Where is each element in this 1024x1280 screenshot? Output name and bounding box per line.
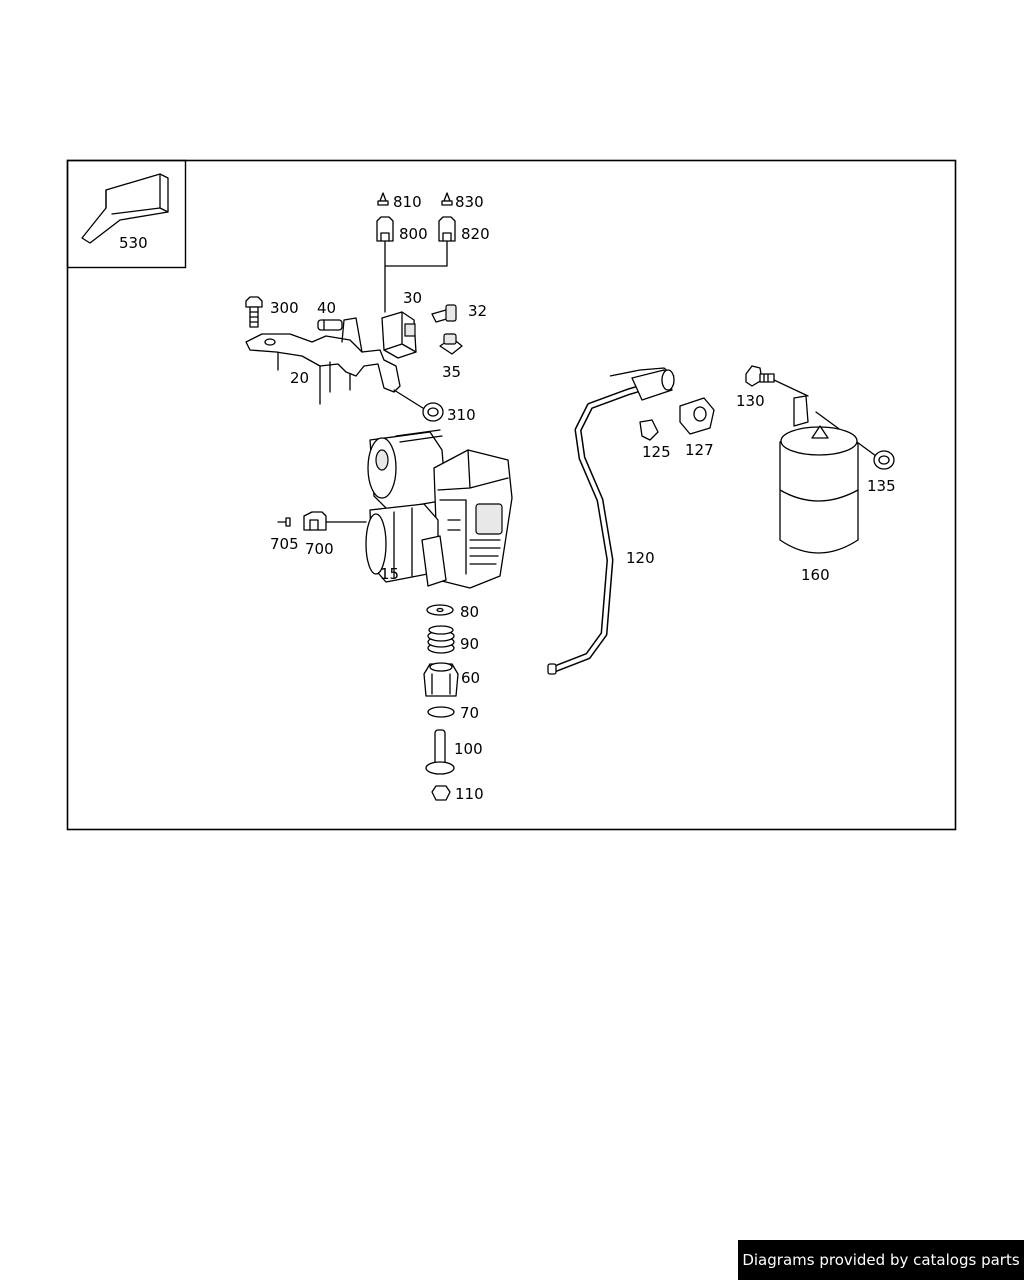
callout-705: 705	[270, 535, 299, 553]
nut-135-icon	[873, 450, 895, 470]
bolt-130-icon	[745, 365, 775, 387]
diagram-frame	[66, 159, 957, 831]
connector-820-icon	[438, 216, 456, 242]
footer-credit: Diagrams provided by catalogs parts	[738, 1240, 1024, 1280]
pin-810-icon	[377, 192, 389, 206]
callout-310: 310	[447, 406, 476, 424]
fitting-32-icon	[431, 304, 457, 323]
air-line-120-illustration	[547, 367, 675, 675]
callout-127: 127	[685, 441, 714, 459]
reservoir-160-illustration	[779, 395, 859, 554]
callout-80: 80	[460, 603, 479, 621]
callout-30: 30	[403, 289, 422, 307]
spring-90-icon	[427, 625, 455, 654]
inset-box	[66, 159, 187, 269]
cap-110-icon	[431, 785, 451, 801]
callout-120: 120	[626, 549, 655, 567]
callout-110: 110	[455, 785, 484, 803]
mount-60-illustration	[423, 662, 459, 697]
fitting-35-icon	[439, 333, 463, 355]
callout-40: 40	[317, 299, 336, 317]
connector-800-icon	[376, 216, 394, 242]
part-530-illustration	[81, 173, 169, 244]
callout-530: 530	[119, 234, 148, 252]
callout-700: 700	[305, 540, 334, 558]
clip-125-icon	[639, 419, 659, 441]
washer-70-icon	[427, 706, 455, 718]
valve-30-illustration	[381, 311, 417, 359]
callout-60: 60	[461, 669, 480, 687]
pin-40-icon	[317, 319, 343, 331]
callout-100: 100	[454, 740, 483, 758]
pin-705-icon	[277, 517, 291, 527]
bolt-300-icon	[245, 296, 263, 328]
callout-20: 20	[290, 369, 309, 387]
callout-820: 820	[461, 225, 490, 243]
washer-80-icon	[426, 604, 454, 616]
stud-100-illustration	[425, 729, 455, 775]
clamp-127-icon	[679, 397, 715, 435]
callout-32: 32	[468, 302, 487, 320]
callout-830: 830	[455, 193, 484, 211]
connector-700-icon	[303, 511, 327, 531]
callout-135: 135	[867, 477, 896, 495]
callout-70: 70	[460, 704, 479, 722]
nut-310-icon	[422, 402, 444, 422]
callout-160: 160	[801, 566, 830, 584]
callout-800: 800	[399, 225, 428, 243]
connector-lead-lines	[384, 241, 448, 313]
bracket-20-illustration	[245, 317, 401, 405]
callout-15: 15	[380, 565, 399, 583]
compressor-15-illustration	[365, 429, 513, 589]
callout-130: 130	[736, 392, 765, 410]
callout-125: 125	[642, 443, 671, 461]
callout-35: 35	[442, 363, 461, 381]
callout-810: 810	[393, 193, 422, 211]
lead-line-310	[393, 389, 427, 411]
pin-830-icon	[441, 192, 453, 206]
callout-300: 300	[270, 299, 299, 317]
callout-90: 90	[460, 635, 479, 653]
